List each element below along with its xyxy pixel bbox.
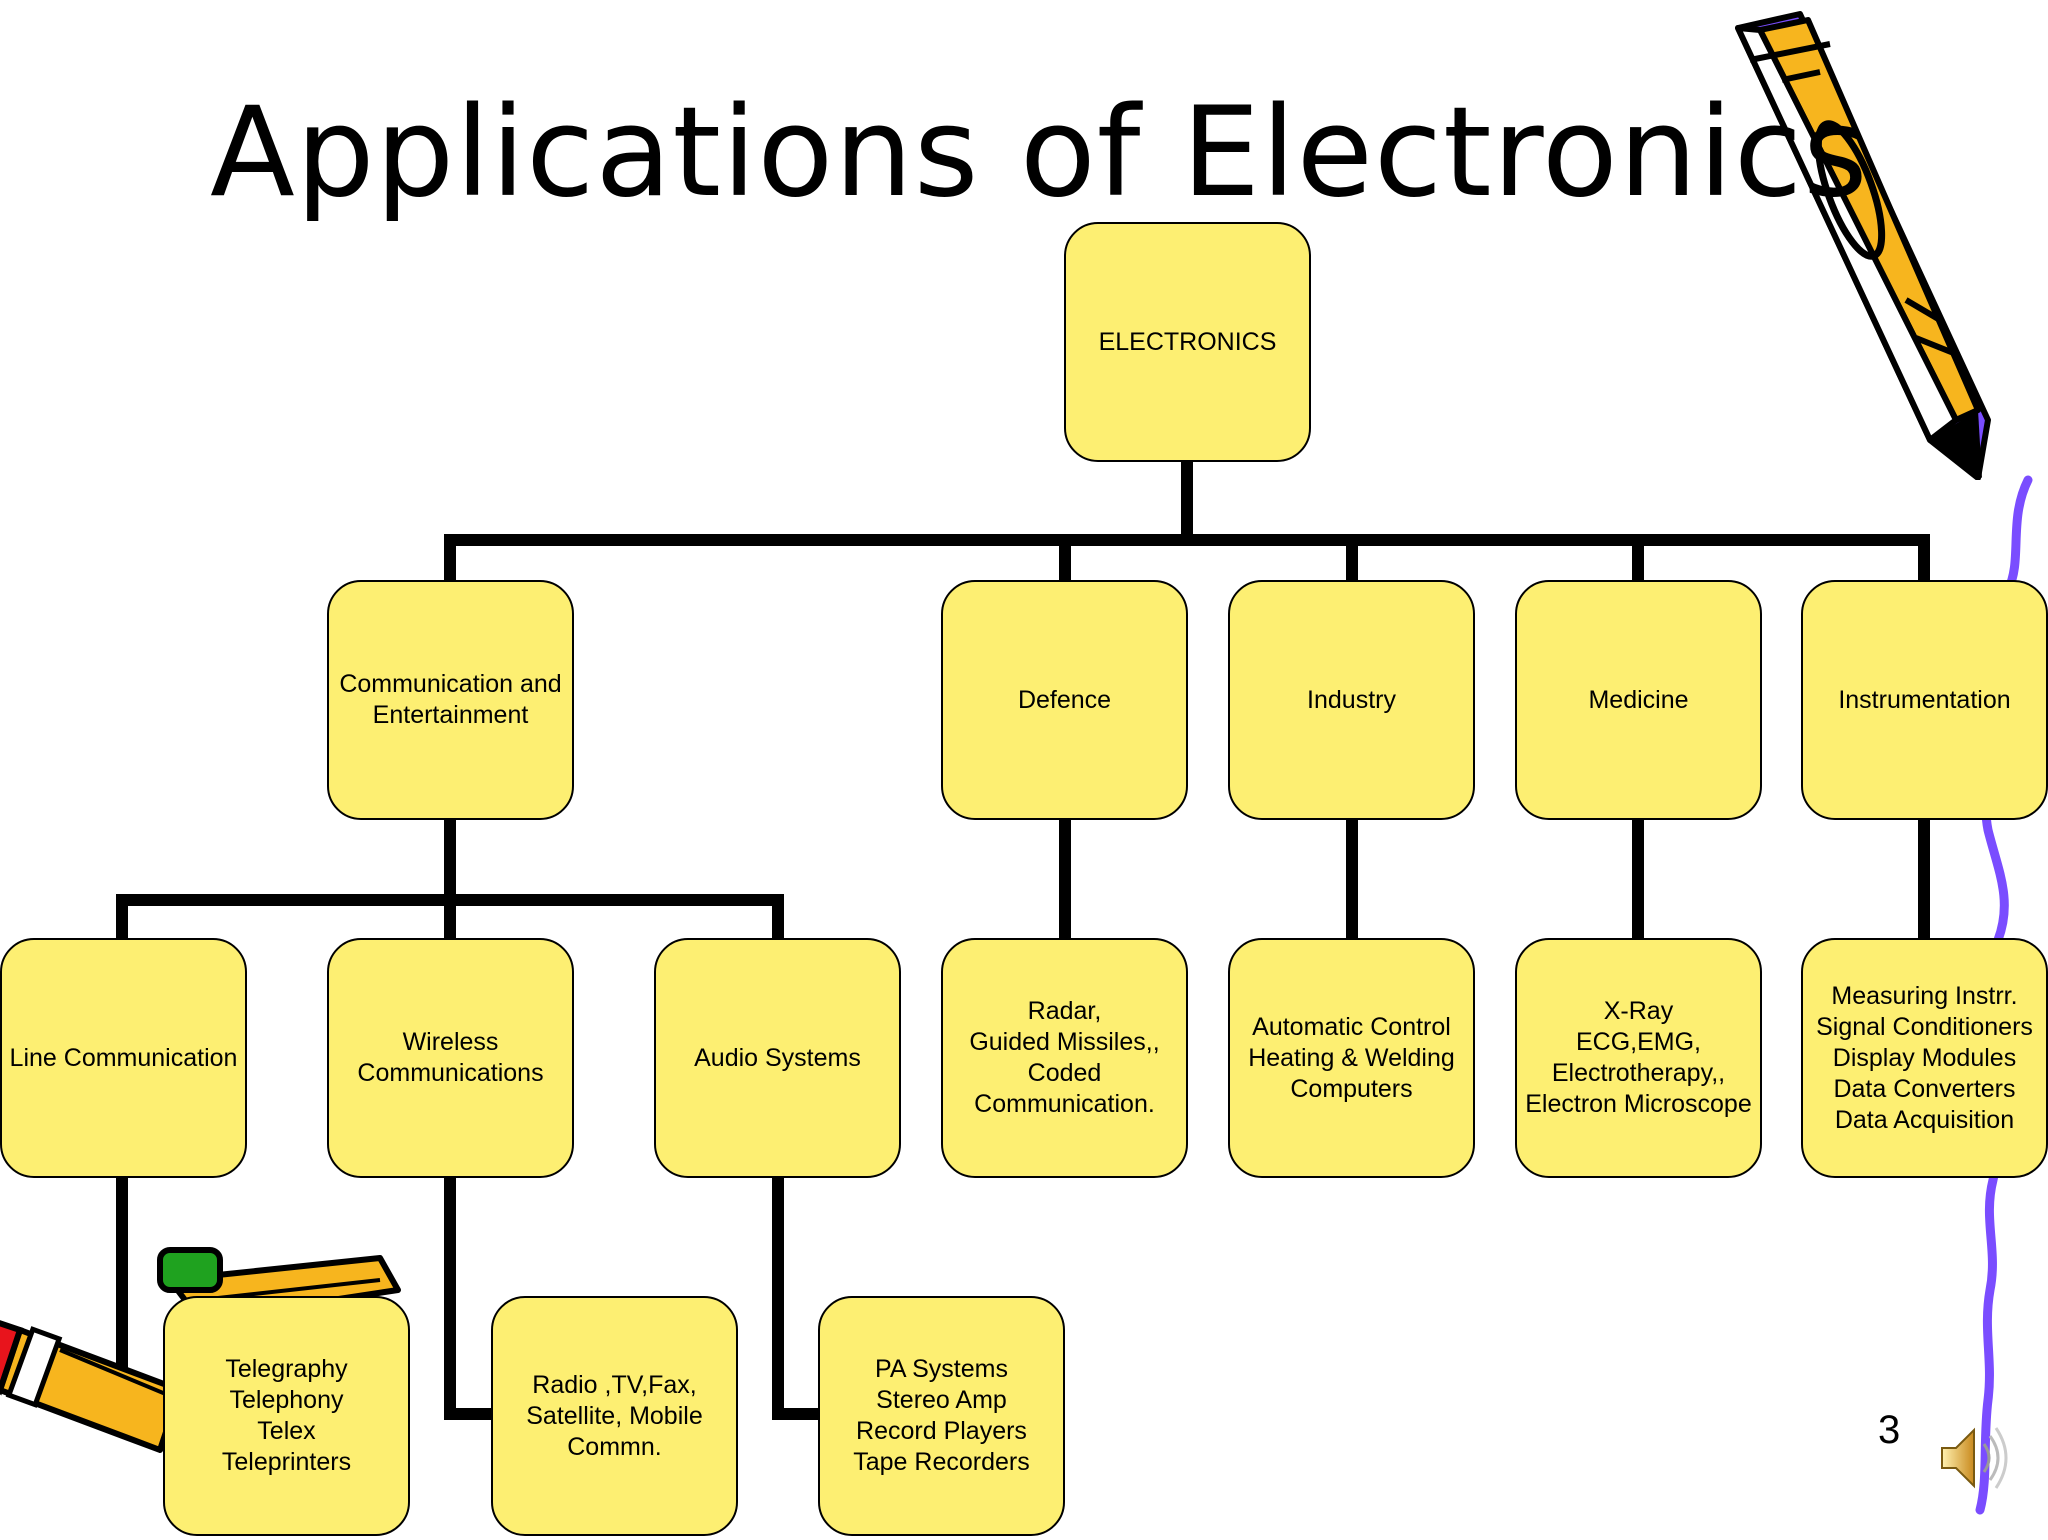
pencil-icon [1735, 11, 1991, 480]
node-communication-entertainment: Communication and Entertainment [327, 580, 574, 820]
node-radio-group: Radio ,TV,Fax, Satellite, Mobile Commn. [491, 1296, 738, 1536]
node-label: X-Ray ECG,EMG, Electrotherapy,, Electron… [1525, 997, 1752, 1118]
node-label: Line Communication [9, 1043, 238, 1072]
node-label: Medicine [1588, 685, 1689, 714]
node-label: Telegraphy Telephony Telex Teleprinters [221, 1355, 352, 1476]
node-label: Measuring Instrr. Signal Conditioners Di… [1816, 981, 2033, 1134]
node-pa-systems-group: PA Systems Stereo Amp Record Players Tap… [818, 1296, 1065, 1536]
node-medicine-applications: X-Ray ECG,EMG, Electrotherapy,, Electron… [1515, 938, 1762, 1178]
node-industry: Industry [1228, 580, 1475, 820]
node-label: Radio ,TV,Fax, Satellite, Mobile Commn. [526, 1370, 703, 1461]
node-wireless-communications: Wireless Communications [327, 938, 574, 1178]
speaker-icon[interactable] [1936, 1418, 2016, 1498]
node-electronics-label: ELECTRONICS [1098, 327, 1277, 356]
node-audio-systems: Audio Systems [654, 938, 901, 1178]
node-line-communication: Line Communication [0, 938, 247, 1178]
node-label: Industry [1307, 685, 1396, 714]
node-label: Audio Systems [694, 1043, 861, 1072]
node-medicine: Medicine [1515, 580, 1762, 820]
connector-audio-to-pa [772, 1176, 820, 1420]
node-label: Instrumentation [1838, 685, 2011, 714]
node-label: Wireless Communications [357, 1028, 544, 1087]
node-label: Automatic Control Heating & Welding Comp… [1248, 1012, 1455, 1103]
page-number: 3 [1878, 1408, 1901, 1452]
node-label: Radar, Guided Missiles,, Coded Communica… [969, 997, 1160, 1118]
node-label: PA Systems Stereo Amp Record Players Tap… [853, 1355, 1030, 1476]
node-electronics: ELECTRONICS [1064, 222, 1311, 462]
connector-wireless-to-radio [444, 1176, 492, 1420]
slide-title: Applications of Electronics [210, 81, 1869, 225]
node-defence: Defence [941, 580, 1188, 820]
node-defence-applications: Radar, Guided Missiles,, Coded Communica… [941, 938, 1188, 1178]
node-industry-applications: Automatic Control Heating & Welding Comp… [1228, 938, 1475, 1178]
node-label: Communication and Entertainment [339, 670, 562, 729]
node-instrumentation-applications: Measuring Instrr. Signal Conditioners Di… [1801, 938, 2048, 1178]
node-telegraphy-group: Telegraphy Telephony Telex Teleprinters [163, 1296, 410, 1536]
node-label: Defence [1017, 685, 1112, 714]
node-instrumentation: Instrumentation [1801, 580, 2048, 820]
